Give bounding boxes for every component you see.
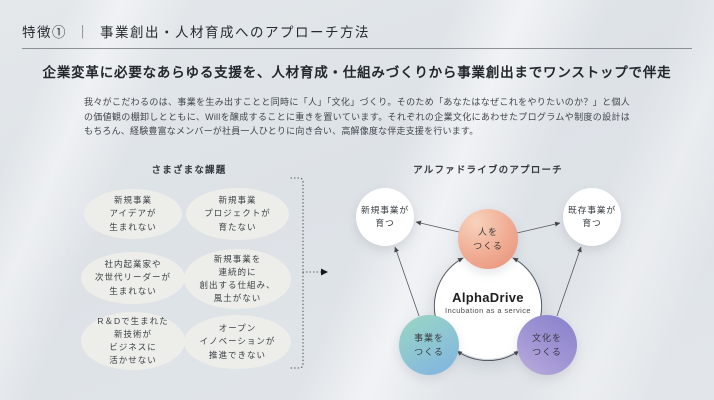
outcome-new-business-circle: 新規事業が 育つ: [356, 188, 414, 246]
challenge-bubble: R＆Dで生まれた 新技術が ビジネスに 活かせない: [81, 312, 185, 370]
outcome-existing-business-circle: 既存事業が 育つ: [563, 188, 621, 246]
challenge-bubble: 新規事業を 連続的に 創出する仕組み、 風土がない: [184, 249, 291, 309]
header-divider: ｜: [76, 25, 91, 40]
challenges-bracket: [290, 177, 328, 369]
challenge-bubble: 社内起業家や 次世代リーダーが 生まれない: [81, 252, 185, 304]
challenge-bubble: オープン イノベーションが 推進できない: [184, 315, 291, 369]
challenge-bubble: 新規事業 プロジェクトが 育たない: [186, 188, 289, 240]
challenges-label: さまざまな課題: [151, 165, 227, 176]
pillar-culture-circle: 文化を つくる: [517, 315, 577, 375]
intro-paragraph: 我々がこだわるのは、事業を生み出すことと同時に「人」「文化」づくり。そのため「あ…: [84, 97, 630, 137]
page-title: 事業創出・人材育成へのアプローチ方法: [100, 25, 370, 40]
slide-header: 特徴① ｜ 事業創出・人材育成へのアプローチ方法: [22, 21, 692, 49]
pillar-people-circle: 人を つくる: [458, 209, 518, 269]
alphadrive-logo: AlphaDrive: [452, 290, 524, 305]
pillar-business-circle: 事業を つくる: [399, 315, 459, 375]
approach-label: アルファドライブのアプローチ: [413, 165, 563, 176]
alphadrive-tagline: Incubation as a service: [445, 306, 531, 315]
headline: 企業変革に必要なあらゆる支援を、人材育成・仕組みづくりから事業創出までワンストッ…: [42, 65, 672, 80]
feature-label: 特徴①: [22, 25, 67, 40]
challenge-bubble: 新規事業 アイデアが 生まれない: [84, 189, 182, 239]
